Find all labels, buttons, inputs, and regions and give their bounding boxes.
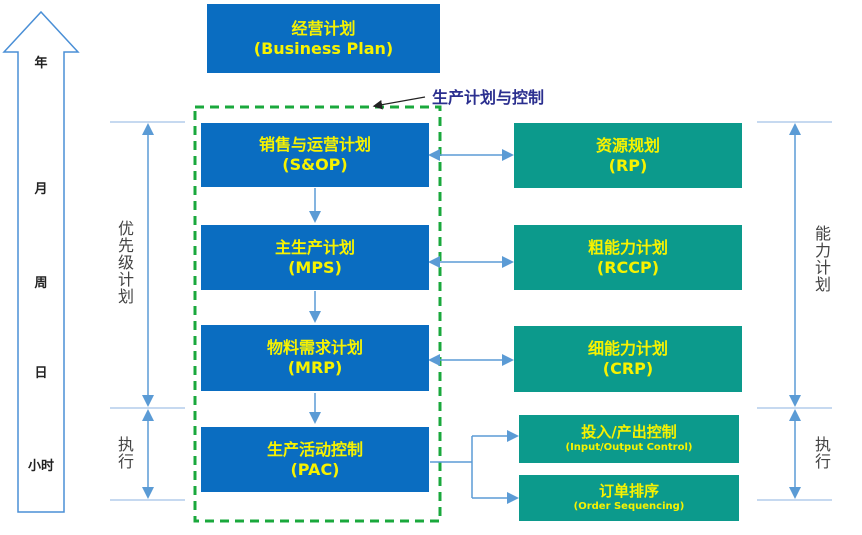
right-label-execution: 执行 <box>812 436 831 470</box>
sop-title: 销售与运营计划 <box>258 135 371 154</box>
order-sequencing-box: 订单排序 (Order Sequencing) <box>519 475 739 521</box>
left-label-priority: 优先级计划 <box>115 220 134 305</box>
order-sequencing-subtitle: (Order Sequencing) <box>573 501 685 513</box>
pcc-dashed-frame <box>193 105 442 523</box>
right-label-capacity: 能力计划 <box>812 225 831 293</box>
io-control-box: 投入/产出控制 (Input/Output Control) <box>519 415 739 463</box>
pcc-pointer-arrow <box>372 96 426 110</box>
rp-abbr: (RP) <box>608 155 648 175</box>
time-label-week: 周 <box>34 276 48 291</box>
time-label-year: 年 <box>34 56 48 71</box>
io-control-title: 投入/产出控制 <box>581 423 677 442</box>
pac-box: 生产活动控制 (PAC) <box>201 427 429 492</box>
pcc-label: 生产计划与控制 <box>432 88 545 107</box>
business-plan-box: 经营计划 (Business Plan) <box>207 4 440 73</box>
pac-abbr: (PAC) <box>290 459 340 479</box>
mps-title: 主生产计划 <box>274 237 355 257</box>
mps-abbr: (MPS) <box>288 257 342 277</box>
rp-title: 资源规划 <box>595 135 660 155</box>
mps-box: 主生产计划 (MPS) <box>201 225 429 290</box>
rp-box: 资源规划 (RP) <box>514 123 742 188</box>
sop-abbr: (S&OP) <box>282 155 348 174</box>
crp-abbr: (CRP) <box>602 359 654 378</box>
io-control-subtitle: (Input/Output Control) <box>565 442 693 454</box>
business-plan-subtitle: (Business Plan) <box>253 38 394 58</box>
mrp-title: 物料需求计划 <box>266 338 363 357</box>
mrp-abbr: (MRP) <box>287 358 343 377</box>
left-label-execution: 执行 <box>115 436 134 470</box>
pac-title: 生产活动控制 <box>266 439 363 459</box>
time-label-month: 月 <box>34 182 48 197</box>
rccp-title: 粗能力计划 <box>587 237 668 257</box>
order-sequencing-title: 订单排序 <box>598 482 659 501</box>
time-scale-arrow <box>2 10 80 513</box>
rccp-box: 粗能力计划 (RCCP) <box>514 225 742 290</box>
mrp-box: 物料需求计划 (MRP) <box>201 325 429 391</box>
time-label-day: 日 <box>34 366 48 381</box>
time-label-hour: 小时 <box>27 459 54 474</box>
rccp-abbr: (RCCP) <box>596 257 660 277</box>
business-plan-title: 经营计划 <box>291 18 356 38</box>
sop-box: 销售与运营计划 (S&OP) <box>201 123 429 187</box>
crp-title: 细能力计划 <box>587 339 668 358</box>
crp-box: 细能力计划 (CRP) <box>514 326 742 392</box>
